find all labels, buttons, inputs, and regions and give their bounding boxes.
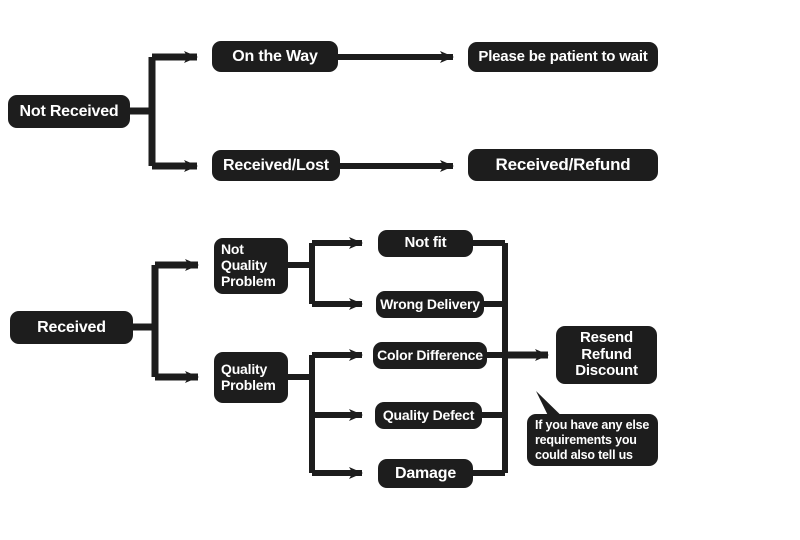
callout-extra-requirements: If you have any else requirements you co… xyxy=(527,414,658,466)
callout-line-1: If you have any else xyxy=(535,417,650,432)
node-wrong-delivery-label: Wrong Delivery xyxy=(380,295,480,312)
callout-line-2: requirements you xyxy=(535,432,637,447)
node-resend-refund-discount[interactable]: Resend Refund Discount xyxy=(556,326,657,384)
node-not-fit[interactable]: Not fit xyxy=(378,230,473,257)
node-quality-problem-line-2: Problem xyxy=(221,376,276,393)
node-on-the-way[interactable]: On the Way xyxy=(212,41,338,72)
node-quality-defect-label: Quality Defect xyxy=(382,406,475,423)
node-received-refund-label: Received/Refund xyxy=(495,155,631,175)
node-damage[interactable]: Damage xyxy=(378,459,473,488)
edge-not-quality-split xyxy=(288,237,363,310)
node-please-be-patient-to-wait[interactable]: Please be patient to wait xyxy=(468,42,658,72)
node-not-quality-problem[interactable]: Not Quality Problem xyxy=(214,238,288,294)
node-not-quality-problem-line-3: Problem xyxy=(221,272,276,289)
node-received-lost[interactable]: Received/Lost xyxy=(212,150,340,181)
node-not-quality-problem-line-1: Not xyxy=(221,241,244,258)
node-not-received-label: Not Received xyxy=(19,102,119,120)
node-please-be-patient-to-wait-label: Please be patient to wait xyxy=(478,47,648,65)
node-on-the-way-label: On the Way xyxy=(232,47,318,65)
callout-line-3: could also tell us xyxy=(535,447,633,462)
node-received-lost-label: Received/Lost xyxy=(223,156,329,174)
node-not-quality-problem-line-2: Quality xyxy=(221,257,268,274)
node-received-refund[interactable]: Received/Refund xyxy=(468,149,658,181)
node-color-difference[interactable]: Color Difference xyxy=(373,342,487,369)
node-color-difference-label: Color Difference xyxy=(377,346,483,363)
node-wrong-delivery[interactable]: Wrong Delivery xyxy=(376,291,484,318)
node-not-fit-label: Not fit xyxy=(404,234,447,252)
edge-quality-split xyxy=(288,349,363,479)
node-outcome-line-2: Refund xyxy=(581,345,632,363)
node-not-received[interactable]: Not Received xyxy=(8,95,130,128)
node-quality-problem-line-1: Quality xyxy=(221,360,268,377)
node-quality-defect[interactable]: Quality Defect xyxy=(375,402,482,429)
node-received-label: Received xyxy=(37,318,106,336)
node-outcome-line-1: Resend xyxy=(580,328,633,346)
edge-not-received-trunk xyxy=(130,57,156,166)
edge-received-trunk xyxy=(133,265,159,377)
node-damage-label: Damage xyxy=(394,464,457,482)
node-outcome-line-3: Discount xyxy=(575,362,638,380)
node-received[interactable]: Received xyxy=(10,311,133,344)
node-quality-problem[interactable]: Quality Problem xyxy=(214,352,288,403)
